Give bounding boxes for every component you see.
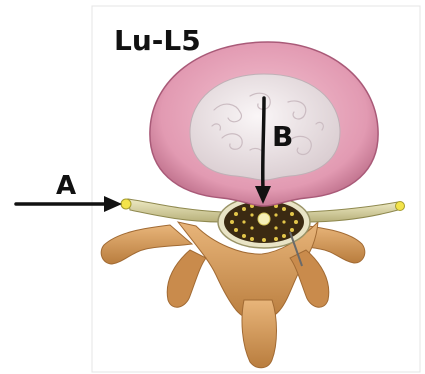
nerve-root-tip-left (121, 199, 131, 209)
central-canal (258, 213, 270, 225)
diagram-title: Lu-L5 (114, 24, 201, 57)
label-b: B (272, 120, 293, 153)
label-a: A (56, 171, 76, 201)
nerve-root-tip-right (396, 202, 405, 211)
